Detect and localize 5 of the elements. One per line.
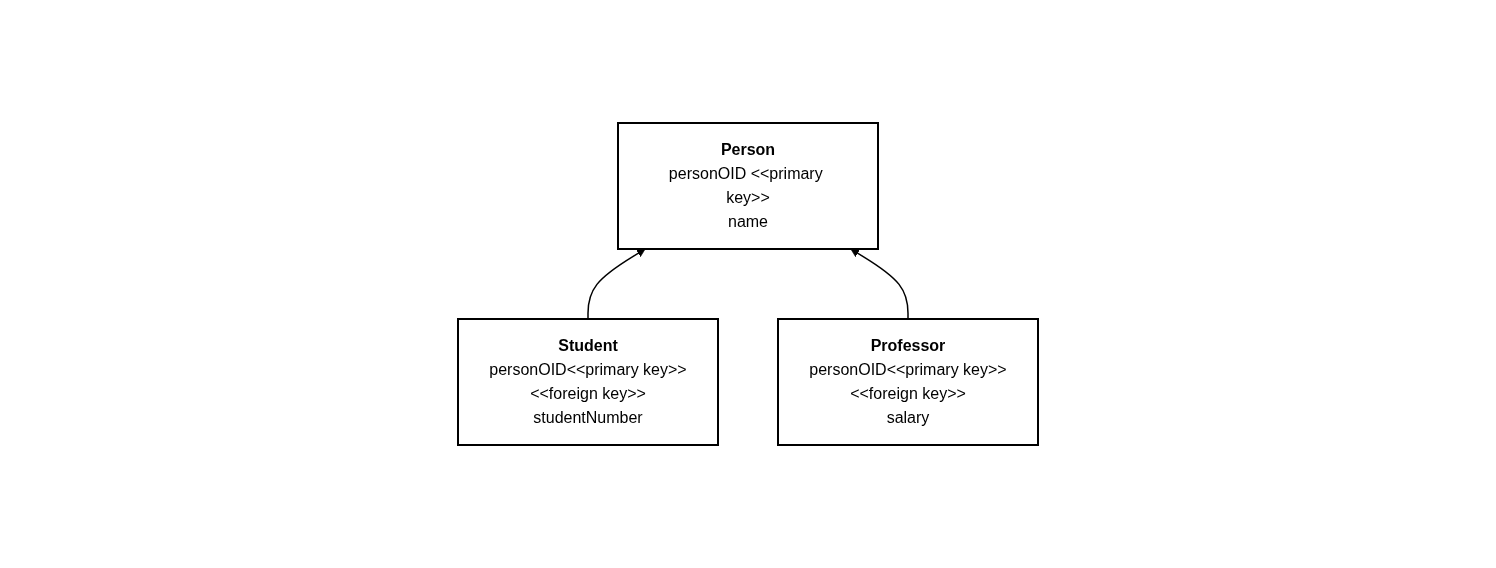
node-box: Person personOID <<primary key>> name (617, 122, 879, 250)
arrow (587, 248, 646, 320)
node-box: Student personOID<<primary key>><<foreign key>> studentNumber (457, 318, 719, 446)
arrow (850, 248, 909, 320)
node-box: Professor personOID<<primary key>><<foreign key>> salary (777, 318, 1039, 446)
